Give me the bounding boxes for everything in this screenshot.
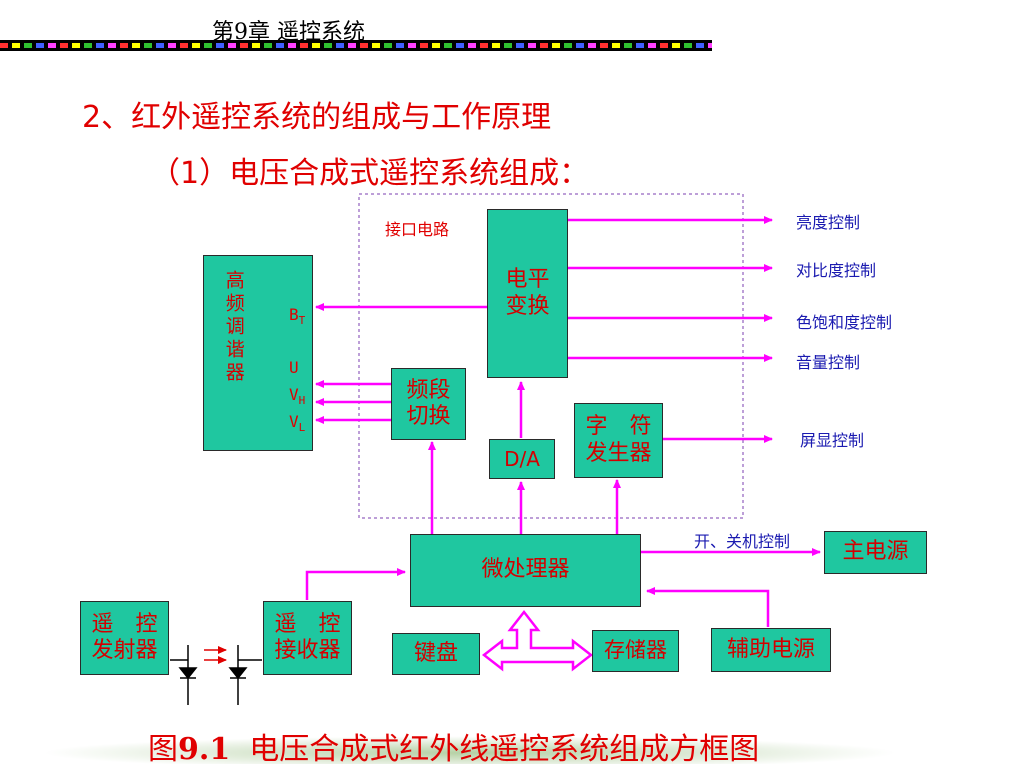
ir-diodes (170, 645, 262, 705)
storage-block: 存储器 (592, 630, 679, 672)
data-bus-arrow (481, 609, 594, 672)
pin-vh: VH (289, 385, 306, 408)
interface-circuit-border (358, 193, 744, 519)
section-heading: 2、红外遥控系统的组成与工作原理 (82, 100, 552, 135)
output-saturation: 色饱和度控制 (796, 313, 893, 332)
char-generator-label: 字 符 发生器 (585, 414, 652, 466)
caption-decoration (40, 736, 900, 764)
main-power-block: 主电源 (824, 531, 927, 574)
tuner-label: 高频调谐器 (222, 270, 245, 385)
char-generator-block: 字 符 发生器 (574, 403, 663, 478)
ir-rays (204, 646, 227, 664)
keyboard-label: 键盘 (413, 640, 458, 666)
microprocessor-block: 微处理器 (410, 534, 641, 607)
tuner-block: 高频调谐器 (203, 255, 313, 451)
output-contrast: 对比度控制 (796, 261, 877, 280)
aux-power-block: 辅助电源 (711, 628, 831, 672)
da-label: D/A (504, 447, 540, 471)
output-power-ctrl: 开、关机控制 (694, 532, 791, 551)
main-power-label: 主电源 (842, 539, 909, 565)
pin-bt: BT (289, 305, 306, 328)
output-volume: 音量控制 (796, 353, 861, 372)
da-converter-block: D/A (489, 439, 555, 479)
microprocessor-label: 微处理器 (481, 557, 570, 583)
aux-power-label: 辅助电源 (726, 636, 815, 662)
band-switch-label: 频段 切换 (406, 377, 451, 429)
output-brightness: 亮度控制 (796, 213, 861, 232)
rc-receiver-label: 遥 控 接收器 (274, 611, 341, 663)
rc-transmitter-label: 遥 控 发射器 (91, 611, 158, 663)
pin-vl: VL (289, 412, 306, 435)
figure-caption: 图9.1 电压合成式红外线遥控系统组成方框图 (148, 732, 760, 767)
rc-receiver-block: 遥 控 接收器 (263, 601, 352, 675)
arrow-rx-mcu (305, 568, 406, 600)
rc-transmitter-block: 遥 控 发射器 (80, 601, 169, 675)
band-switch-block: 频段 切换 (391, 368, 466, 440)
pin-u: U (289, 358, 299, 377)
header-divider (0, 40, 712, 51)
level-shift-label: 电平 变换 (505, 267, 550, 319)
storage-label: 存储器 (604, 638, 667, 663)
arrow-aux-mcu (646, 587, 770, 627)
interface-circuit-label: 接口电路 (385, 220, 450, 239)
subsection-heading: （1）电压合成式遥控系统组成： (150, 156, 590, 191)
output-osd: 屏显控制 (800, 431, 865, 450)
keyboard-block: 键盘 (392, 633, 480, 675)
level-shift-block: 电平 变换 (487, 209, 568, 378)
